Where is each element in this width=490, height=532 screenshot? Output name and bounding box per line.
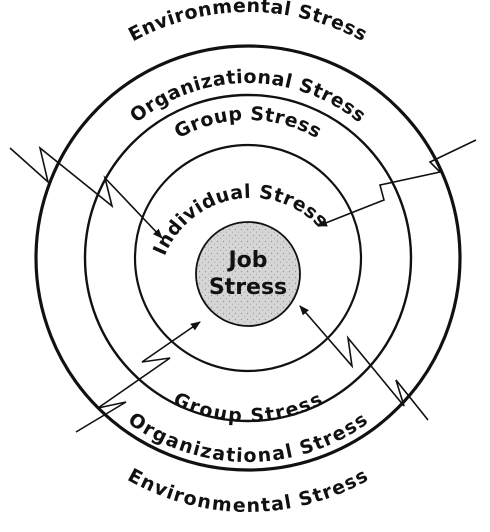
- individual-ring-circle: [133, 143, 363, 373]
- lower-right-stress-arrow: [299, 305, 429, 421]
- upper-left-stress-arrow: [9, 145, 163, 239]
- group-stress-top-label: Group Stress: [171, 103, 326, 143]
- environmental-stress-top-label: Environmental Stress: [125, 0, 371, 46]
- upper-right-stress-arrow: [317, 139, 477, 227]
- organizational-ring-circle: [34, 44, 462, 472]
- job-stress-line2: Stress: [209, 275, 287, 300]
- job-stress-core: [195, 221, 301, 327]
- job-stress-line1: Job: [226, 248, 267, 273]
- environmental-stress-bottom-label: Environmental Stress: [124, 464, 371, 517]
- lower-left-stress-arrow: [75, 321, 201, 433]
- group-stress-bottom-label: Group Stress: [170, 388, 326, 427]
- group-ring-circle: [83, 93, 413, 423]
